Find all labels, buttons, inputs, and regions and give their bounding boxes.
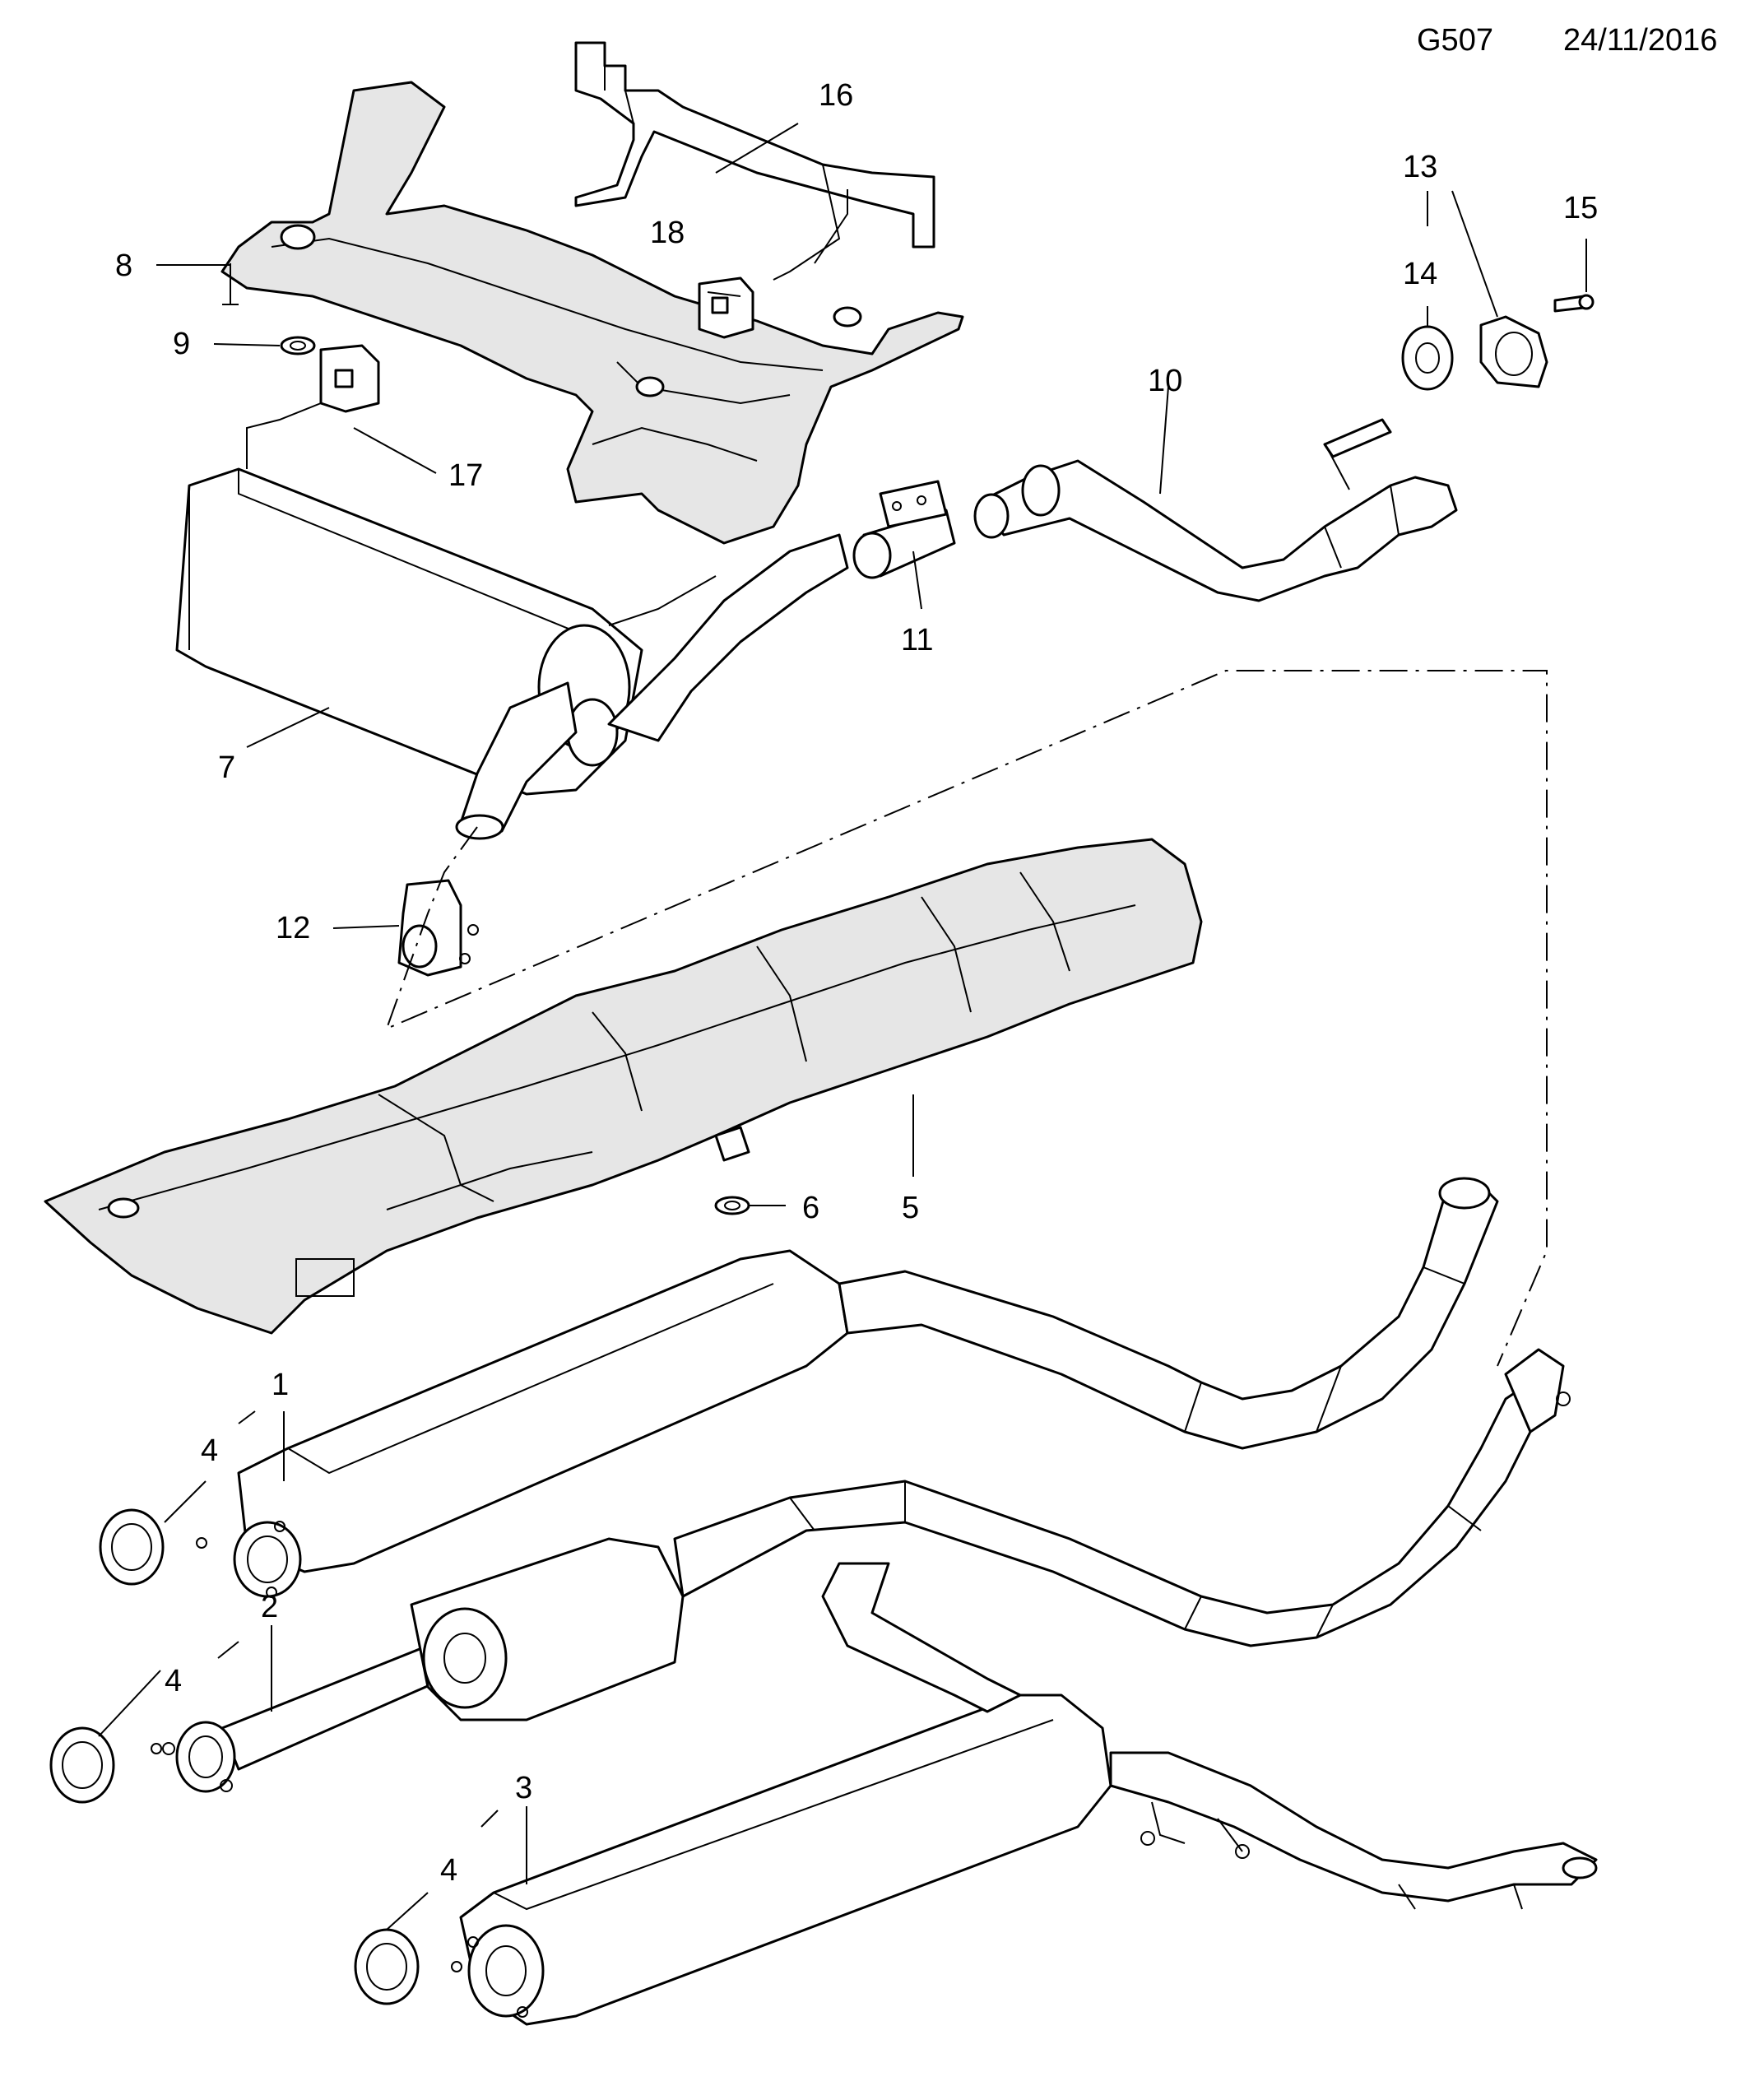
part-17-hanger: [246, 344, 380, 469]
part-5-heat-shield: [44, 838, 1203, 1335]
callout-7: 7: [218, 750, 235, 785]
part-15-screw: [1553, 294, 1595, 313]
diagram-date: 24/11/2016: [1563, 23, 1718, 58]
part-16-bracket: [574, 41, 935, 281]
callout-11: 11: [901, 623, 933, 657]
part-13-hanger-bracket: [1479, 315, 1548, 388]
callout-12: 12: [276, 911, 310, 945]
part-18-hanger: [698, 276, 754, 339]
callout-18: 18: [650, 216, 685, 250]
part-14-insulator: [1401, 325, 1454, 391]
diagram-code: G507: [1417, 23, 1493, 58]
callout-14: 14: [1403, 257, 1437, 291]
callout-16: 16: [819, 78, 853, 113]
callout-2: 2: [261, 1590, 278, 1624]
reference-dashdot-line: [385, 670, 1548, 1367]
callout-13: 13: [1403, 150, 1437, 184]
part-2-intermediate-silencer: [162, 1348, 1571, 1793]
part-7-rear-silencer: [175, 467, 849, 840]
part-8-heat-shield: [220, 81, 964, 545]
part-9-nut: [280, 336, 316, 355]
callout-17: 17: [448, 458, 483, 493]
callout-5: 5: [902, 1191, 919, 1225]
part-4-gasket-1: [99, 1508, 207, 1586]
callout-1: 1: [272, 1368, 289, 1402]
callout-8: 8: [115, 249, 132, 283]
callout-4-upper: 4: [201, 1433, 218, 1468]
callout-4-lower: 4: [440, 1853, 457, 1888]
leader-lines: [98, 123, 1587, 1930]
callout-labels: 1 2 3 4 4 4 5 6 7 8 9 10 11 12 13 14 15 …: [115, 78, 1598, 1888]
callout-3: 3: [515, 1771, 532, 1805]
part-11-clamp: [852, 480, 956, 579]
part-1-silencer-assembly: [233, 1177, 1499, 1598]
callout-6: 6: [802, 1191, 819, 1225]
part-12-clamp: [397, 879, 479, 977]
part-4-gasket-3: [354, 1928, 462, 2005]
callout-10: 10: [1148, 364, 1182, 398]
part-10-tailpipe: [973, 418, 1458, 602]
callout-4-middle: 4: [165, 1664, 182, 1698]
part-6-nut: [714, 1196, 750, 1215]
callout-9: 9: [173, 327, 190, 361]
callout-15: 15: [1563, 191, 1598, 225]
part-3-silencer-assembly: [459, 1562, 1598, 2026]
part-4-gasket-2: [49, 1726, 162, 1804]
